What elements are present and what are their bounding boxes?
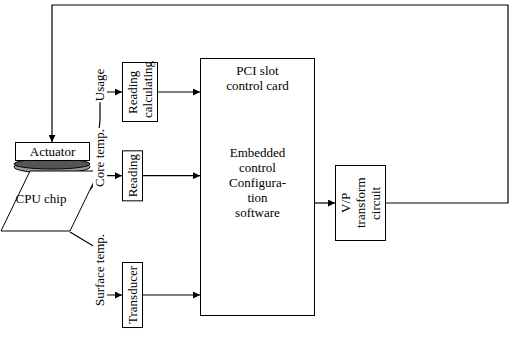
signal-arrow bbox=[158, 91, 200, 92]
actuator-box: Actuator bbox=[15, 142, 90, 161]
node-text: CPU chip bbox=[0, 191, 82, 206]
node-text: Transducer bbox=[125, 266, 140, 324]
signal-label: Usage bbox=[93, 68, 107, 103]
node-text: Reading calculating bbox=[125, 66, 155, 118]
node-text: Actuator bbox=[18, 144, 87, 159]
process-box: Transducer bbox=[122, 262, 143, 328]
control-card-box: PCI slot control cardEmbedded control Co… bbox=[200, 58, 315, 316]
node-text: Embedded control Configura-tion software bbox=[227, 145, 289, 220]
process-box: Reading bbox=[122, 150, 143, 201]
signal-label: Core temp. bbox=[93, 128, 107, 188]
cpu-chip: CPU chip bbox=[0, 170, 100, 232]
signal-arrow bbox=[315, 202, 335, 203]
node-text: V/P transform circuit bbox=[338, 169, 383, 237]
process-box: Reading calculating bbox=[122, 62, 158, 122]
signal-arrow bbox=[143, 294, 200, 295]
node-text: Reading bbox=[125, 154, 140, 197]
chip-outline-shape bbox=[1, 171, 99, 231]
signal-arrow bbox=[143, 175, 200, 176]
process-box: V/P transform circuit bbox=[335, 165, 386, 241]
node-text: PCI slot control card bbox=[222, 63, 294, 93]
signal-label: Surface temp. bbox=[93, 233, 107, 307]
